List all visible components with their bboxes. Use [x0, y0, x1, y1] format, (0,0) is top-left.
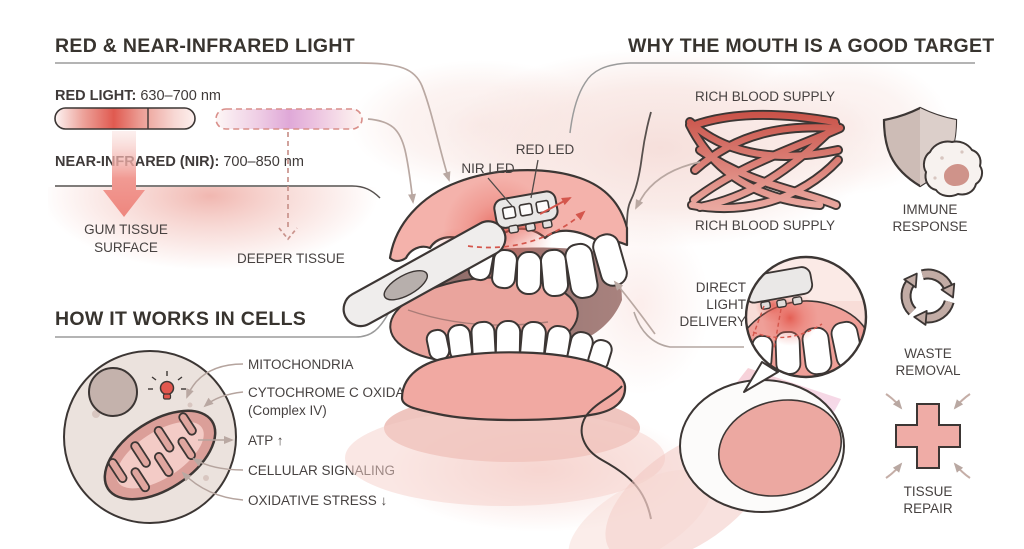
benefit-immune: IMMUNE RESPONSE [882, 106, 984, 234]
blood-vessel-icon [685, 109, 845, 213]
atp-label: ATP ↑ [248, 433, 284, 448]
immune-cell-icon [922, 140, 984, 198]
nir-led-leader [487, 177, 513, 207]
red-light-bar [54, 107, 196, 130]
lower-gum [400, 351, 627, 422]
lower-jaw-wash [345, 410, 665, 506]
device-head [493, 190, 559, 234]
direct-label-line3: DELIVERY [679, 314, 746, 329]
cross-inward-arrows [885, 393, 971, 479]
nir-led-label: NIR LED [461, 161, 515, 176]
right-heading: WHY THE MOUTH IS A GOOD TARGET [628, 35, 995, 57]
benefit-tissue: TISSUE REPAIR [885, 393, 971, 516]
nucleus-icon [88, 367, 138, 417]
mouth-illustration: RED LED NIR LED [342, 111, 665, 520]
device-handle [342, 220, 507, 328]
gum-tissue-label-line1: GUM TISSUE [84, 222, 168, 237]
light-spread-arrows [467, 197, 586, 249]
cytochrome-label-line2: (Complex IV) [248, 403, 327, 418]
tissue-gradient-band [48, 187, 378, 270]
oxidative-stress-label: OXIDATIVE STRESS ↓ [248, 493, 387, 508]
waste-label-line1: WASTE [904, 346, 952, 361]
lightbulb-icon [148, 371, 186, 400]
inset-pointer [743, 361, 779, 393]
cell-illustration [63, 350, 237, 524]
direct-label-line2: LIGHT [706, 297, 746, 312]
rich-blood-bottom-label: RICH BLOOD SUPPLY [695, 218, 835, 233]
inset-circle [743, 255, 868, 393]
mitochondria-icon [103, 409, 217, 501]
lips-illustration [568, 379, 845, 549]
led-windows [501, 199, 551, 220]
red-led-leader [530, 159, 539, 199]
vessel-to-mouth-arrow [635, 161, 701, 210]
led-lenses [508, 219, 553, 234]
led-device [342, 190, 559, 328]
nir-range-label: NEAR-INFRARED (NIR):700–850 nm [55, 154, 304, 170]
red-nir-panel: RED & NEAR-INFRARED LIGHT RED LIGHT:630–… [48, 35, 381, 270]
tissue-label-line2: REPAIR [903, 501, 953, 516]
cheek-contour-line [623, 111, 652, 244]
direct-to-mouth-arrow [613, 280, 656, 335]
cell-leader-arrows [181, 363, 244, 501]
nir-light-bar [215, 108, 363, 130]
waste-label-line2: REMOVAL [895, 363, 961, 378]
gum-tissue-label-line2: SURFACE [94, 240, 158, 255]
cytochrome-label-line1: CYTOCHROME C OXIDASE [248, 385, 423, 400]
direct-label-line1: DIRECT [696, 280, 746, 295]
nir-depth-arrow [278, 132, 298, 241]
medical-cross-icon [885, 393, 971, 479]
right-panel: WHY THE MOUTH IS A GOOD TARGET RICH BLOO… [568, 35, 995, 549]
right-heading-underline [569, 62, 975, 134]
red-light-range-label: RED LIGHT:630–700 nm [55, 88, 221, 104]
red-nir-heading: RED & NEAR-INFRARED LIGHT [55, 35, 355, 57]
immune-label-line1: IMMUNE [903, 202, 958, 217]
cells-panel: HOW IT WORKS IN CELLS [55, 265, 423, 524]
benefit-waste: WASTE REMOVAL [892, 263, 961, 378]
immune-label-line2: RESPONSE [892, 219, 967, 234]
panel-connectors [359, 62, 451, 204]
recycle-icon [892, 263, 960, 326]
tissue-surface-line [55, 185, 381, 199]
cells-heading: HOW IT WORKS IN CELLS [55, 308, 306, 330]
inset-light-cone [749, 305, 823, 350]
red-light-depth-arrow [103, 131, 145, 217]
tissue-label-line1: TISSUE [904, 484, 953, 499]
mitochondria-label: MITOCHONDRIA [248, 357, 354, 372]
rich-blood-top-label: RICH BLOOD SUPPLY [695, 89, 835, 104]
red-led-label: RED LED [516, 142, 575, 157]
direct-label-underline [633, 311, 744, 348]
direct-light-delivery: DIRECT LIGHT DELIVERY [613, 280, 746, 348]
deeper-tissue-label: DEEPER TISSUE [237, 251, 345, 266]
